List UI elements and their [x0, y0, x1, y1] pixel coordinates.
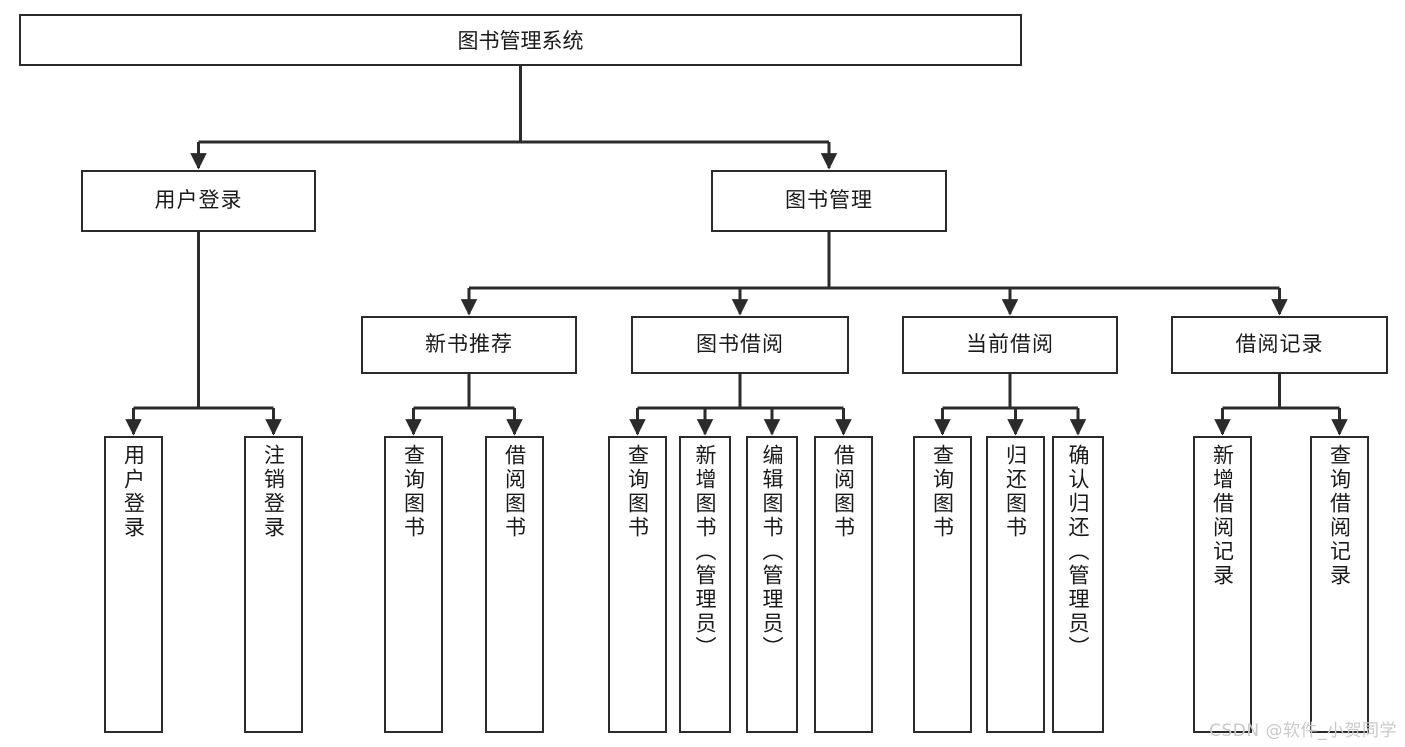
leaf-record-add-borrow-record[interactable]: 新增借阅记录 — [1193, 436, 1252, 733]
csdn-watermark: CSDN @软件_小贺同学 — [1209, 721, 1397, 741]
leaf-rec-query-book[interactable]: 查询图书 — [384, 436, 443, 733]
leaf-label: 新增借阅记录 — [1210, 444, 1235, 588]
node-user-login[interactable]: 用户登录 — [81, 170, 316, 232]
leaf-borrow-borrow-book[interactable]: 借阅图书 — [814, 436, 873, 733]
leaf-current-query-book[interactable]: 查询图书 — [913, 436, 972, 733]
leaf-label: 借阅图书 — [831, 444, 856, 540]
leaf-label: 查询图书 — [401, 444, 426, 540]
leaf-label: 查询图书 — [930, 444, 955, 540]
node-book-borrowing[interactable]: 图书借阅 — [631, 316, 849, 374]
leaf-label: 确认归还（管理员） — [1066, 444, 1091, 660]
leaf-label: 查询借阅记录 — [1327, 444, 1352, 588]
leaf-borrow-edit-book-admin[interactable]: 编辑图书（管理员） — [746, 436, 798, 733]
node-book-management[interactable]: 图书管理 — [711, 170, 947, 232]
leaf-user-logout[interactable]: 注销登录 — [244, 436, 303, 733]
leaf-label: 用户登录 — [121, 444, 146, 540]
leaf-borrow-add-book-admin[interactable]: 新增图书（管理员） — [679, 436, 731, 733]
leaf-label: 查询图书 — [625, 444, 650, 540]
leaf-borrow-query-book[interactable]: 查询图书 — [608, 436, 667, 733]
node-root-system[interactable]: 图书管理系统 — [19, 14, 1022, 66]
leaf-rec-borrow-book[interactable]: 借阅图书 — [485, 436, 544, 733]
leaf-label: 编辑图书（管理员） — [760, 444, 785, 660]
node-borrowing-records[interactable]: 借阅记录 — [1171, 316, 1388, 374]
leaf-current-return-book[interactable]: 归还图书 — [986, 436, 1045, 733]
leaf-current-confirm-return-admin[interactable]: 确认归还（管理员） — [1052, 436, 1104, 733]
node-new-book-recommendation[interactable]: 新书推荐 — [361, 316, 577, 374]
leaf-label: 借阅图书 — [502, 444, 527, 540]
leaf-record-query-borrow-record[interactable]: 查询借阅记录 — [1310, 436, 1369, 733]
node-current-borrowing[interactable]: 当前借阅 — [902, 316, 1118, 374]
leaf-user-login[interactable]: 用户登录 — [104, 436, 163, 733]
leaf-label: 注销登录 — [261, 444, 286, 540]
leaf-label: 新增图书（管理员） — [693, 444, 718, 660]
leaf-label: 归还图书 — [1003, 444, 1028, 540]
